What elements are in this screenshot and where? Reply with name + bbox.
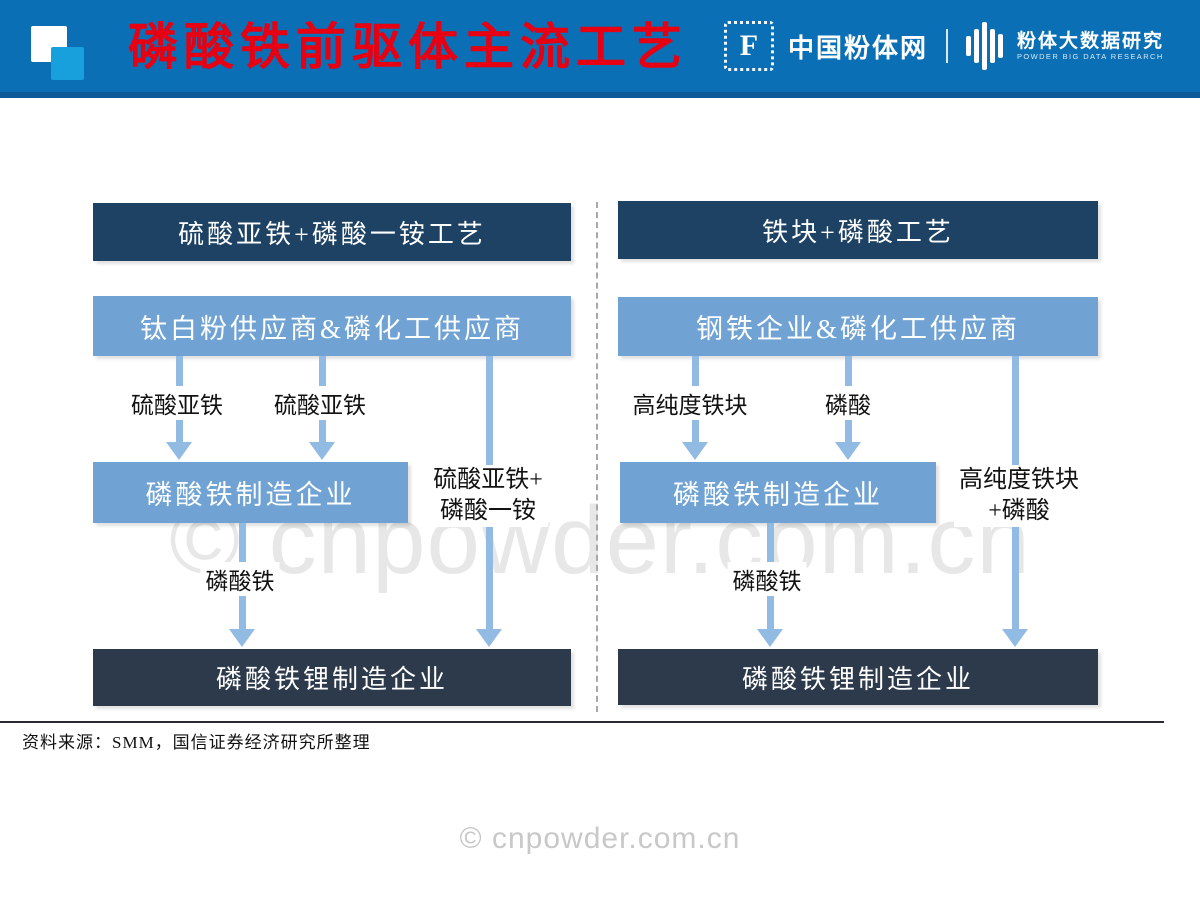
big-data-logo-text: 粉体大数据研究 POWDER BIG DATA RESEARCH (1017, 31, 1164, 61)
left-final-box: 磷酸铁锂制造企业 (93, 649, 571, 706)
right-process-title-box: 铁块+磷酸工艺 (618, 201, 1098, 259)
cnpowder-logo-icon: F (723, 21, 774, 71)
diagram-canvas: © cnpowder.com.cn 硫酸亚铁+磷酸一铵工艺 钛白粉供应商&磷化工… (0, 98, 1200, 900)
brand-area: F 中国粉体网 粉体大数据研究 POWDER BIG DATA RESEARCH (723, 0, 1164, 92)
right-bypass-label: 高纯度铁块 +磷酸 (954, 465, 1084, 527)
right-final-box: 磷酸铁锂制造企业 (618, 649, 1098, 705)
left-arrow-label-2: 硫酸亚铁 (269, 386, 371, 420)
right-arrow-label-1: 高纯度铁块 (627, 386, 753, 420)
logo-blue-square (51, 47, 84, 80)
left-mid-label: 磷酸铁 (200, 562, 280, 596)
header-band: 磷酸铁前驱体主流工艺 F 中国粉体网 粉体大数据研究 POWDER BIG DA… (0, 0, 1200, 98)
right-arrow-label-2: 磷酸 (820, 386, 876, 420)
right-maker-box: 磷酸铁制造企业 (620, 462, 936, 523)
left-bypass-label: 硫酸亚铁+ 磷酸一铵 (428, 465, 548, 527)
bar-chart-icon (965, 20, 1003, 72)
big-data-name: 粉体大数据研究 (1016, 30, 1164, 52)
dashed-divider (596, 202, 598, 712)
right-supplier-box: 钢铁企业&磷化工供应商 (618, 297, 1098, 356)
source-rule (0, 721, 1164, 723)
cnpowder-logo-text: 中国粉体网 (787, 32, 928, 63)
left-maker-box: 磷酸铁制造企业 (93, 462, 408, 523)
brand-separator (945, 29, 948, 63)
slide-logo-icon (31, 24, 89, 82)
big-data-subtitle: POWDER BIG DATA RESEARCH (1016, 51, 1164, 61)
source-text: 资料来源：SMM，国信证券经济研究所整理 (22, 733, 371, 752)
left-arrow-label-1: 硫酸亚铁 (126, 386, 228, 420)
page-title: 磷酸铁前驱体主流工艺 (128, 19, 688, 75)
left-supplier-box: 钛白粉供应商&磷化工供应商 (93, 296, 571, 356)
left-process-title-box: 硫酸亚铁+磷酸一铵工艺 (93, 203, 571, 261)
right-mid-label: 磷酸铁 (727, 562, 807, 596)
watermark-footer: © cnpowder.com.cn (459, 822, 741, 855)
